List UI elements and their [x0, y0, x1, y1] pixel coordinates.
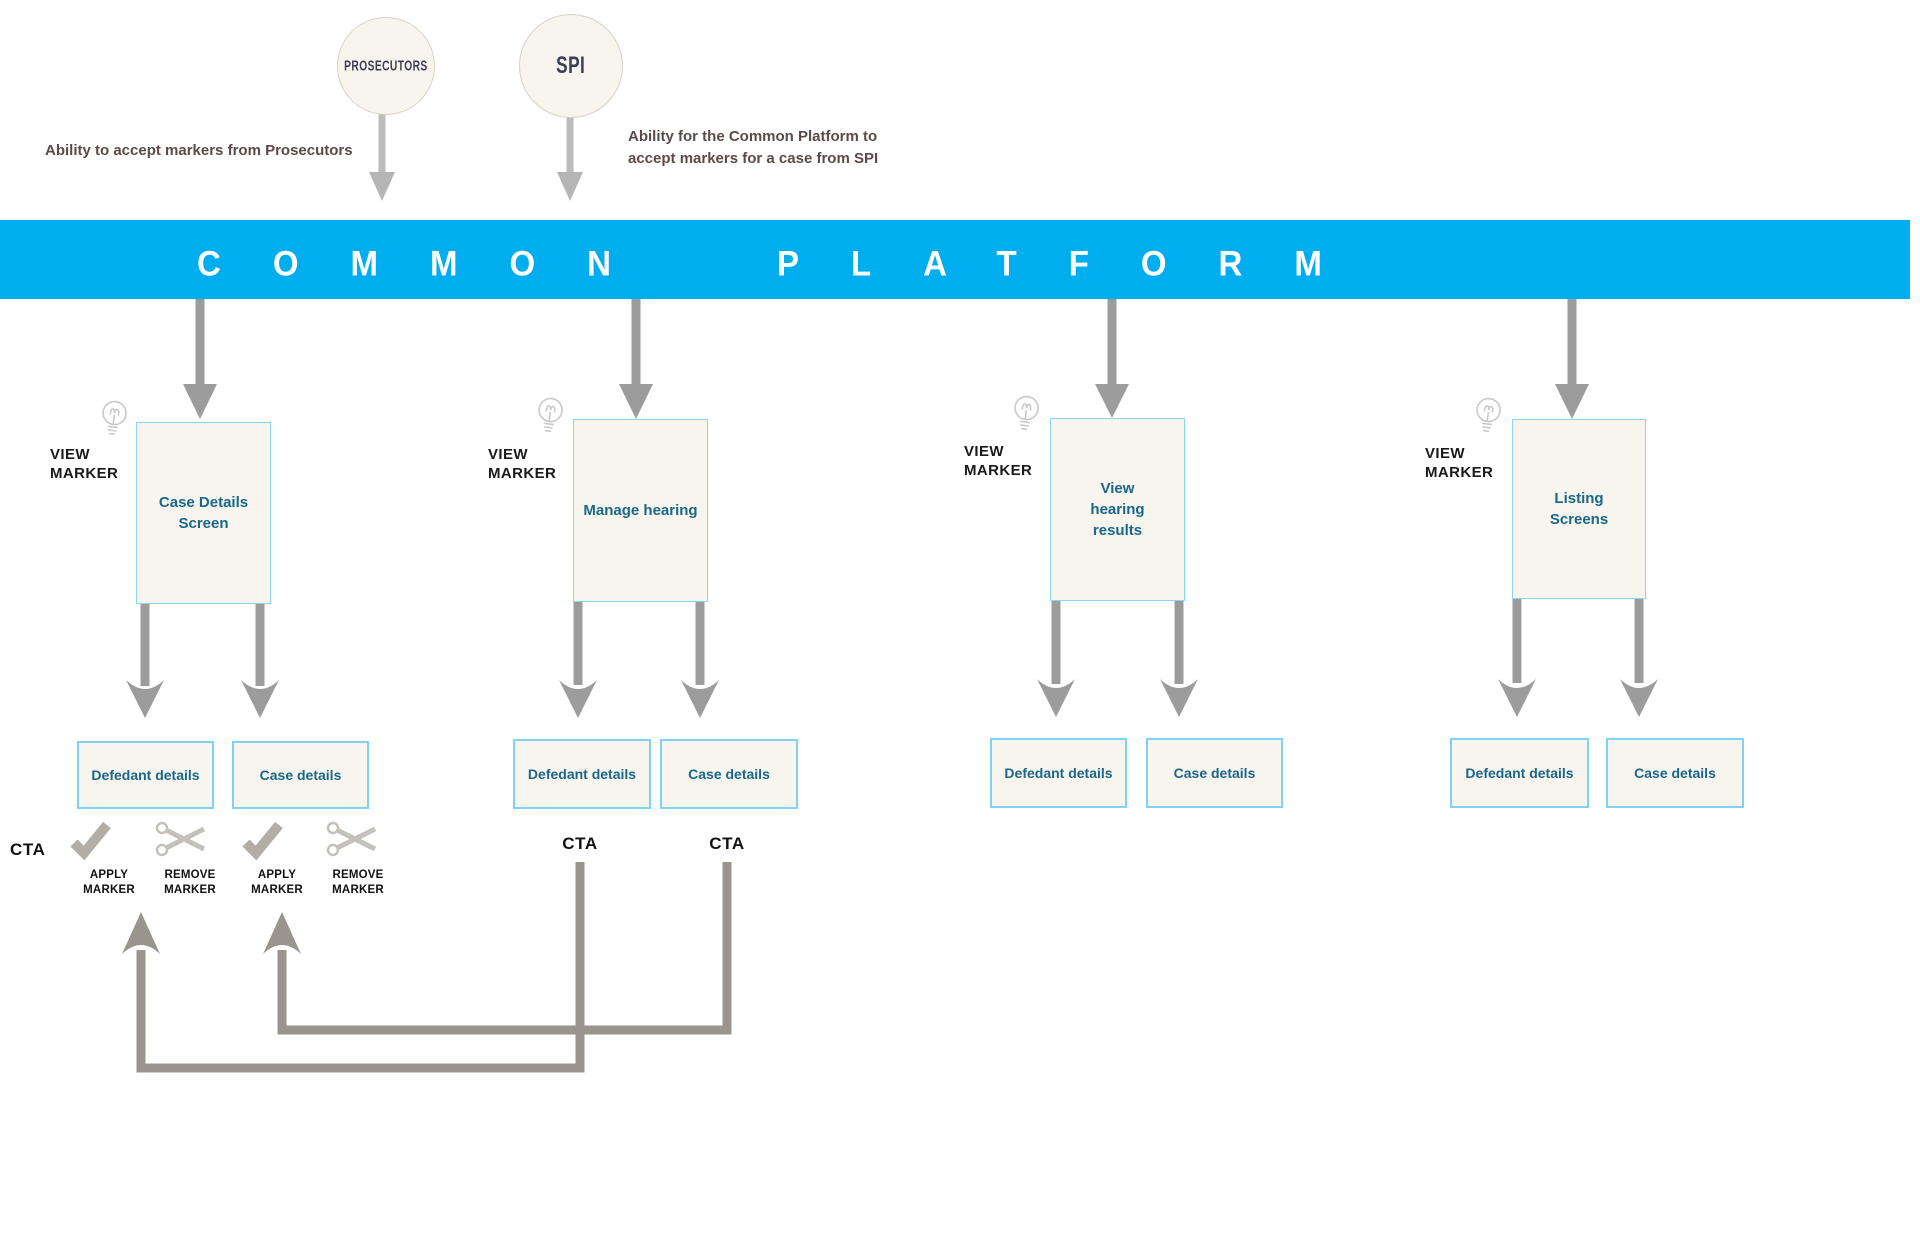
- remove-marker-scissors-icon: [155, 820, 207, 858]
- remove-marker-scissors-icon: [326, 820, 378, 858]
- defendant-details-label: Defedant details: [1465, 765, 1574, 781]
- case-details-label: Case details: [688, 766, 770, 782]
- prosecutors-to-platform-arrow: [369, 113, 395, 201]
- case-details-label: Case details: [259, 767, 342, 783]
- cta-label: CTA: [709, 834, 745, 853]
- spi-to-platform-arrow: [557, 113, 583, 201]
- case-details-box: Case details: [660, 739, 798, 809]
- lightbulb-icon: [1470, 396, 1504, 450]
- lightbulb-icon: [532, 396, 566, 450]
- prosecutors-annotation: Ability to accept markers from Prosecuto…: [45, 142, 353, 159]
- apply-marker-check-icon: [239, 820, 285, 862]
- platform-to-case-details-arrow: [183, 298, 217, 419]
- cta-loopback-arrows: [122, 862, 732, 1073]
- manage-hearing-box: Manage hearing: [573, 419, 708, 602]
- view-marker-label: VIEW MARKER: [50, 446, 119, 482]
- case-details-box: Case details: [1146, 738, 1283, 808]
- defendant-details-box: Defedant details: [990, 738, 1127, 808]
- view-marker-label: VIEW MARKER: [488, 446, 557, 482]
- view-marker-label: VIEW MARKER: [1425, 445, 1494, 481]
- case-details-screen-label: Case Details Screen: [158, 494, 249, 532]
- platform-to-listing-screens-arrow: [1555, 298, 1589, 419]
- listing-screens-label: Listing Screens: [1549, 490, 1609, 528]
- spi-node: SPI: [519, 14, 623, 118]
- case-details-screen-box: Case Details Screen: [136, 422, 271, 604]
- defendant-details-box: Defedant details: [513, 739, 651, 809]
- spi-annotation: Ability for the Common Platform to accep…: [628, 128, 879, 167]
- lightbulb-icon: [1008, 394, 1042, 448]
- remove-marker-label: REMOVE MARKER: [164, 869, 216, 896]
- defendant-details-label: Defedant details: [1004, 765, 1113, 781]
- view-marker-label: VIEW MARKER: [964, 443, 1033, 479]
- defendant-details-label: Defedant details: [527, 766, 637, 782]
- defendant-details-box: Defedant details: [77, 741, 214, 809]
- case-details-box: Case details: [1606, 738, 1744, 808]
- view-hearing-results-label: View hearing results: [1090, 480, 1145, 539]
- defendant-details-box: Defedant details: [1450, 738, 1589, 808]
- cta-label: CTA: [10, 840, 46, 859]
- banner-word-common: COMMON: [197, 243, 663, 283]
- prosecutors-label: PROSECUTORS: [344, 57, 428, 75]
- case-details-label: Case details: [1173, 765, 1256, 781]
- apply-marker-check-icon: [67, 820, 113, 862]
- screen-to-detail-arrows: [126, 597, 1658, 718]
- cta-label: CTA: [562, 834, 598, 853]
- case-details-box: Case details: [232, 741, 369, 809]
- platform-to-view-hearing-results-arrow: [1095, 298, 1129, 418]
- remove-marker-label: REMOVE MARKER: [332, 869, 384, 896]
- listing-screens-box: Listing Screens: [1512, 419, 1646, 599]
- prosecutors-node: PROSECUTORS: [337, 17, 435, 115]
- apply-marker-label: APPLY MARKER: [251, 869, 303, 896]
- lightbulb-icon: [96, 399, 130, 453]
- defendant-details-label: Defedant details: [91, 767, 200, 783]
- apply-marker-label: APPLY MARKER: [83, 869, 135, 896]
- manage-hearing-label: Manage hearing: [583, 502, 698, 519]
- spi-label: SPI: [556, 52, 586, 79]
- common-platform-banner: [0, 220, 1910, 299]
- view-hearing-results-box: View hearing results: [1050, 418, 1185, 601]
- case-details-label: Case details: [1634, 765, 1716, 781]
- banner-word-platform: PLATFORM: [777, 243, 1374, 283]
- platform-to-manage-hearing-arrow: [619, 298, 653, 419]
